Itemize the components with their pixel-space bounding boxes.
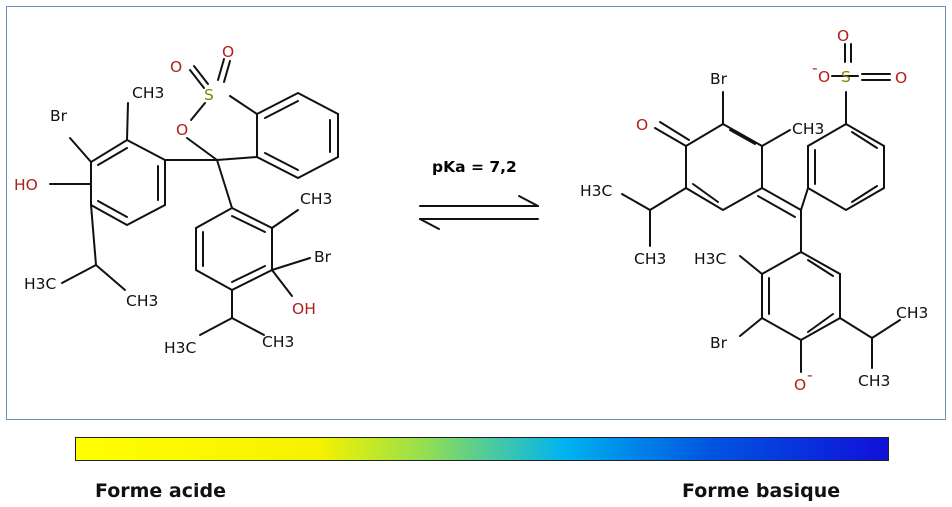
acid-br-2: Br — [314, 248, 332, 266]
acid-sulfur: S — [204, 86, 214, 104]
equilibrium-arrows: pKa = 7,2 — [419, 158, 539, 230]
acid-ch3-1: CH3 — [132, 84, 164, 102]
basic-keto-oxygen: O — [636, 116, 648, 134]
color-gradient-bar — [75, 437, 889, 461]
basic-sulfonate-o-right: O — [895, 69, 907, 87]
basic-ch3-1b: CH3 — [634, 250, 666, 268]
basic-phenolate-oxygen: O — [794, 376, 806, 394]
acid-o-top2: O — [222, 43, 234, 61]
acid-h3c-1: H3C — [24, 275, 56, 293]
reaction-scheme: O O S O Br CH3 HO H3C CH3 CH3 Br OH H3C … — [14, 27, 928, 394]
basic-h3c-2: H3C — [694, 250, 726, 268]
acid-ch3-1b: CH3 — [126, 292, 158, 310]
acid-ch3-2b: CH3 — [262, 333, 294, 351]
acid-form-label: Forme acide — [95, 480, 227, 502]
basic-form-label: Forme basique — [682, 480, 841, 502]
basic-br-2: Br — [710, 334, 728, 352]
basic-ch3-2: CH3 — [896, 304, 928, 322]
basic-form-structure: O - O S O Br O CH3 H3C CH3 H3C Br O - CH… — [580, 27, 928, 394]
acid-o-ring: O — [176, 121, 188, 139]
basic-br-1: Br — [710, 70, 728, 88]
basic-phenolate-charge: - — [807, 366, 813, 384]
basic-sulfonate-minus: - — [812, 59, 818, 77]
basic-ch3-2b: CH3 — [858, 372, 890, 390]
basic-h3c-1: H3C — [580, 182, 612, 200]
pka-label: pKa = 7,2 — [432, 158, 517, 176]
basic-ch3-1: CH3 — [792, 120, 824, 138]
basic-sulfonate-o-top: O — [837, 27, 849, 45]
acid-form-structure: O O S O Br CH3 HO H3C CH3 CH3 Br OH H3C … — [14, 43, 339, 357]
acid-h3c-2: H3C — [164, 339, 196, 357]
acid-hydroxyl-2: OH — [292, 300, 316, 318]
basic-sulfur: S — [841, 68, 851, 86]
acid-hydroxyl-1: HO — [14, 176, 38, 194]
acid-br-1: Br — [50, 107, 68, 125]
acid-o-top1: O — [170, 58, 182, 76]
acid-ch3-2: CH3 — [300, 190, 332, 208]
basic-sulfonate-o-left: O — [818, 68, 830, 86]
